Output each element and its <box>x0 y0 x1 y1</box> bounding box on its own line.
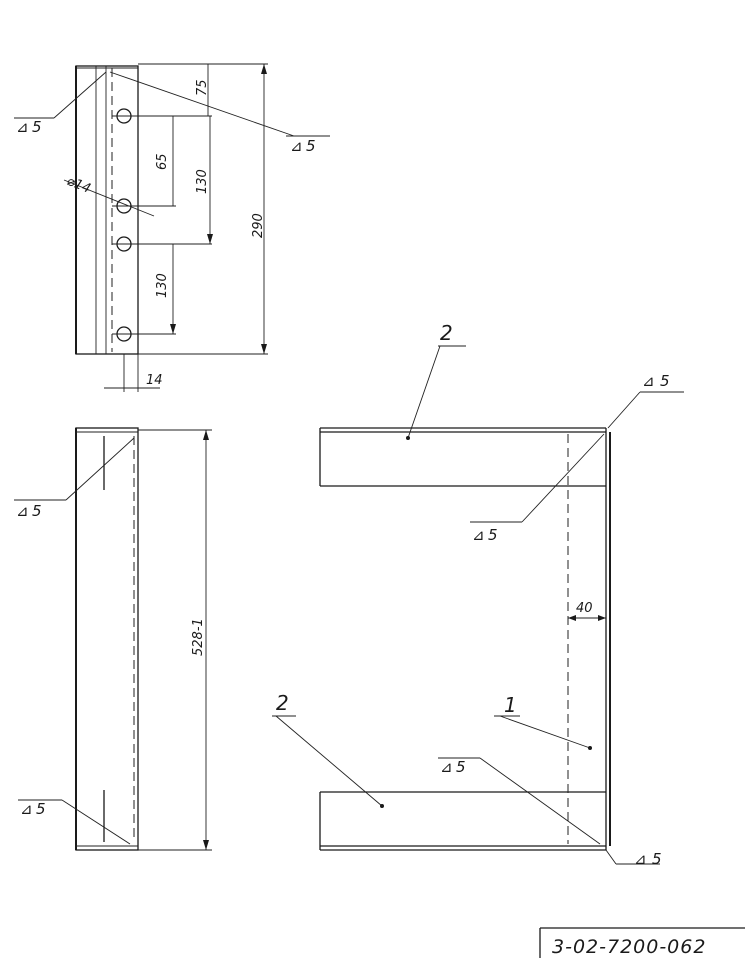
arrow <box>203 840 209 850</box>
side-view-outline <box>75 427 139 851</box>
drawing-code-box: 3-02-7200-062 <box>539 927 745 958</box>
weld-leader <box>521 433 605 523</box>
dim-75: 75 <box>195 79 210 96</box>
weld-size-top: 5 <box>32 502 42 520</box>
weld-symbol-icon: ⊿ <box>634 850 647 868</box>
arrow <box>261 344 267 354</box>
weld-leader <box>61 799 131 845</box>
dim-65: 65 <box>155 153 170 170</box>
dim-130: 130 <box>195 169 210 194</box>
top-view: 75 65 130 290 130 14 ⌀14 ⊿ 5 ⊿ 5 <box>14 63 330 392</box>
weld-symbol-icon: ⊿ <box>290 137 303 155</box>
dim-130b: 130 <box>155 273 170 298</box>
arrow <box>261 64 267 74</box>
part-label-top: 2 <box>440 321 453 345</box>
weld-size-left: 5 <box>32 118 42 136</box>
weld-symbol-icon: ⊿ <box>642 372 655 390</box>
weld-size-top-right: 5 <box>660 372 670 390</box>
weld-size-bottom: 5 <box>36 800 46 818</box>
arrow <box>207 234 213 244</box>
weld-leader <box>607 391 641 429</box>
arrow <box>203 430 209 440</box>
part-label-bottom: 2 <box>276 691 289 715</box>
weld-leader <box>65 437 135 501</box>
part-leader-dot <box>380 804 384 808</box>
weld-size-bottom-right: 5 <box>652 850 662 868</box>
weld-symbol-icon: ⊿ <box>16 118 29 136</box>
weld-size-right: 5 <box>306 137 316 155</box>
hole-diameter-label: ⌀14 <box>65 174 93 197</box>
part-leader <box>407 345 441 439</box>
weld-symbol-icon: ⊿ <box>16 502 29 520</box>
dim-290: 290 <box>251 213 266 238</box>
arrow <box>170 324 176 334</box>
dim-length: 528-1 <box>191 618 206 656</box>
weld-leader <box>479 757 601 845</box>
weld-symbol-icon: ⊿ <box>440 758 453 776</box>
part-leader <box>275 715 383 807</box>
part-leader-dot <box>588 746 592 750</box>
weld-size-bottom-inner: 5 <box>456 758 466 776</box>
weld-symbol-icon: ⊿ <box>472 526 485 544</box>
top-view-outline <box>75 65 139 355</box>
plan-view: 40 2 2 1 ⊿ 5 ⊿ 5 ⊿ 5 ⊿ 5 <box>272 321 684 868</box>
weld-leader <box>109 71 295 137</box>
weld-leader <box>605 849 617 865</box>
arrow <box>598 615 606 621</box>
dim-14: 14 <box>146 373 163 388</box>
weld-size-top-inner: 5 <box>488 526 498 544</box>
part-leader <box>499 715 591 749</box>
part-leader-dot <box>406 436 410 440</box>
hole-leader <box>63 179 155 217</box>
side-view: 528-1 ⊿ 5 ⊿ 5 <box>14 427 212 851</box>
weld-symbol-icon: ⊿ <box>20 800 33 818</box>
weld-leader <box>53 71 107 119</box>
drawing-code: 3-02-7200-062 <box>552 936 706 958</box>
arrow <box>568 615 576 621</box>
dim-40: 40 <box>576 601 593 616</box>
part-label-frame: 1 <box>504 693 517 717</box>
